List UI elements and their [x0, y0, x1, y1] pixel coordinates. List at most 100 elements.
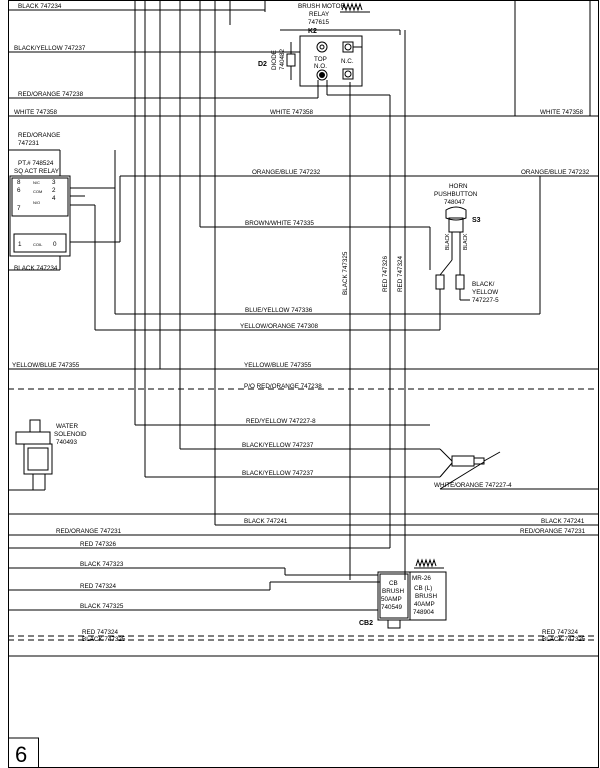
label-white-orange-747227-4: WHITE/ORANGE 747227-4: [434, 482, 512, 489]
sq-pin-1: 1: [18, 241, 22, 248]
sq-act-relay: RED/ORANGE 747231 PT.# 748524 SQ ACT REL…: [9, 132, 120, 270]
horizontal-wires: [8, 0, 598, 657]
d2-id: D2: [258, 61, 267, 68]
k2-top: TOP: [314, 56, 327, 63]
label-red-orange-747231-left: RED/ORANGE 747231: [56, 528, 122, 535]
k2-part: 747615: [308, 19, 330, 26]
label-white-747358-mid: WHITE 747358: [270, 109, 314, 116]
cb40-l0: MR-26: [412, 575, 431, 582]
label-black-747323: BLACK 747323: [80, 561, 124, 568]
label-black-747325-bus-left: BLACK 747325: [82, 636, 126, 643]
sq-pin-8: 8: [17, 179, 21, 186]
cb40-l4: 748904: [413, 609, 435, 616]
inline-connector: [439, 448, 501, 490]
label-black-747234-mid: BLACK 747234: [14, 265, 58, 272]
label-yellow-blue-747355-left: YELLOW/BLUE 747355: [12, 362, 80, 369]
water-solenoid: WATER SOLENOID 740493: [15, 419, 87, 490]
label-black-yellow-747237-b: BLACK/YELLOW 747237: [242, 470, 314, 477]
cb2-l1: CB: [389, 580, 398, 587]
k2-nc: N.C.: [341, 58, 354, 65]
page-number: 6: [15, 742, 27, 767]
wire-labels: BLACK 747234 BLACK/YELLOW 747237 RED/ORA…: [12, 3, 590, 643]
solenoid-valve-icon: [15, 431, 51, 445]
diode-symbol: [286, 53, 296, 67]
horn-id: S3: [472, 217, 481, 224]
sq-pin-3: 3: [52, 179, 56, 186]
label-red-747324: RED 747324: [80, 583, 117, 590]
label-black-747241-right: BLACK 747241: [541, 518, 585, 525]
sq-pin-0: 0: [53, 241, 57, 248]
label-black-747325: BLACK 747325: [80, 603, 124, 610]
cb40-l1: CB (L): [414, 585, 432, 592]
label-white-747358-right: WHITE 747358: [540, 109, 584, 116]
label-blue-yellow-747336: BLUE/YELLOW 747336: [245, 307, 313, 314]
relay-red-orange-label1: RED/ORANGE: [18, 132, 60, 139]
terminal-nc: [342, 68, 354, 80]
cb2-id: CB2: [359, 620, 373, 627]
relay-red-orange-label2: 747231: [18, 140, 40, 147]
horn-wire-by2: YELLOW: [472, 289, 498, 296]
cb-brush-50amp: CB BRUSH 50AMP 740549 CB2: [359, 571, 411, 629]
terminal-no: [316, 69, 328, 81]
relay-connector-icon: [340, 2, 370, 13]
cb2-l2: BRUSH: [382, 588, 404, 595]
sq-no: N/O: [33, 200, 40, 205]
horn-connector-left: [435, 274, 445, 290]
sq-coil: COIL: [33, 242, 43, 247]
solenoid-title2: SOLENOID: [54, 431, 87, 438]
k2-title2: RELAY: [309, 11, 330, 18]
sq-relay-body: [9, 175, 71, 257]
sq-com: COM: [33, 189, 42, 194]
sq-pin-7: 7: [17, 205, 21, 212]
horn-wire-black: BLACK: [445, 233, 451, 250]
label-brown-white-747335: BROWN/WHITE 747335: [245, 220, 314, 227]
horn-part: 748047: [444, 199, 466, 206]
horn-wire-by3: 747227-5: [472, 297, 499, 304]
label-yellow-blue-747355-mid: YELLOW/BLUE 747355: [244, 362, 312, 369]
label-red-orange-747238-top: RED/ORANGE 747238: [18, 91, 84, 98]
horn-title2: PUSHBUTTON: [434, 191, 478, 198]
pushbutton-icon: [445, 206, 467, 221]
k2-no: N.O.: [314, 63, 327, 70]
label-black-747241-mid: BLACK 747241: [244, 518, 288, 525]
terminal-top: [316, 41, 328, 53]
brush-motor-relay-k2: BRUSH MOTOR RELAY 747615 K2 TOP N.O. N.C…: [280, 2, 390, 99]
label-black-747234-top: BLACK 747234: [18, 3, 62, 10]
label-vert-black-747325: BLACK 747325: [342, 251, 349, 295]
cb40-l3: 40AMP: [414, 601, 435, 608]
label-vert-red-747326: RED 747326: [382, 255, 389, 292]
label-po-red-orange-747238: P/O RED/ORANGE 747238: [244, 383, 322, 390]
solenoid-title1: WATER: [56, 423, 78, 430]
sq-nc-1: N/C: [33, 180, 40, 185]
sq-pin-4: 4: [52, 195, 56, 202]
solenoid-part: 740493: [56, 439, 78, 446]
label-red-747324-bus-left: RED 747324: [82, 629, 119, 636]
vertical-wires: [94, 0, 591, 580]
mr26-connector-icon: [414, 558, 444, 569]
sq-relay-name: SQ ACT RELAY: [14, 168, 60, 175]
relay-body: [299, 35, 363, 87]
sq-pin-6: 6: [17, 187, 21, 194]
cb-brush-40amp: MR-26 CB (L) BRUSH 40AMP 748904: [409, 558, 447, 621]
horn-pushbutton-s3: HORN PUSHBUTTON 748047 S3 BLACK BLACK BL…: [434, 183, 499, 330]
d2-label2: 740482: [279, 48, 286, 70]
label-orange-blue-747232-mid: ORANGE/BLUE 747232: [252, 169, 321, 176]
cb40-l2: BRUSH: [415, 593, 437, 600]
d2-label1: DIODE: [271, 50, 278, 70]
sq-pin-2: 2: [52, 187, 56, 194]
cb2-l3: 50AMP: [381, 596, 402, 603]
label-red-orange-747231-right: RED/ORANGE 747231: [520, 528, 586, 535]
diode-d2: D2 DIODE 740482: [258, 42, 296, 80]
label-red-747324-bus-right: RED 747324: [542, 629, 579, 636]
label-black-yellow-747237-a: BLACK/YELLOW 747237: [242, 442, 314, 449]
label-orange-blue-747232-right: ORANGE/BLUE 747232: [521, 169, 590, 176]
horn-title1: HORN: [449, 183, 468, 190]
label-black-747325-bus-right: BLACK 747325: [542, 636, 586, 643]
label-black-yellow-747237-top: BLACK/YELLOW 747237: [14, 45, 86, 52]
k2-id: K2: [308, 28, 317, 35]
k2-title1: BRUSH MOTOR: [298, 3, 346, 10]
horn-wire-black2: BLACK: [463, 233, 469, 250]
horn-connector-right: [455, 274, 465, 290]
cb2-l4: 740549: [381, 604, 403, 611]
